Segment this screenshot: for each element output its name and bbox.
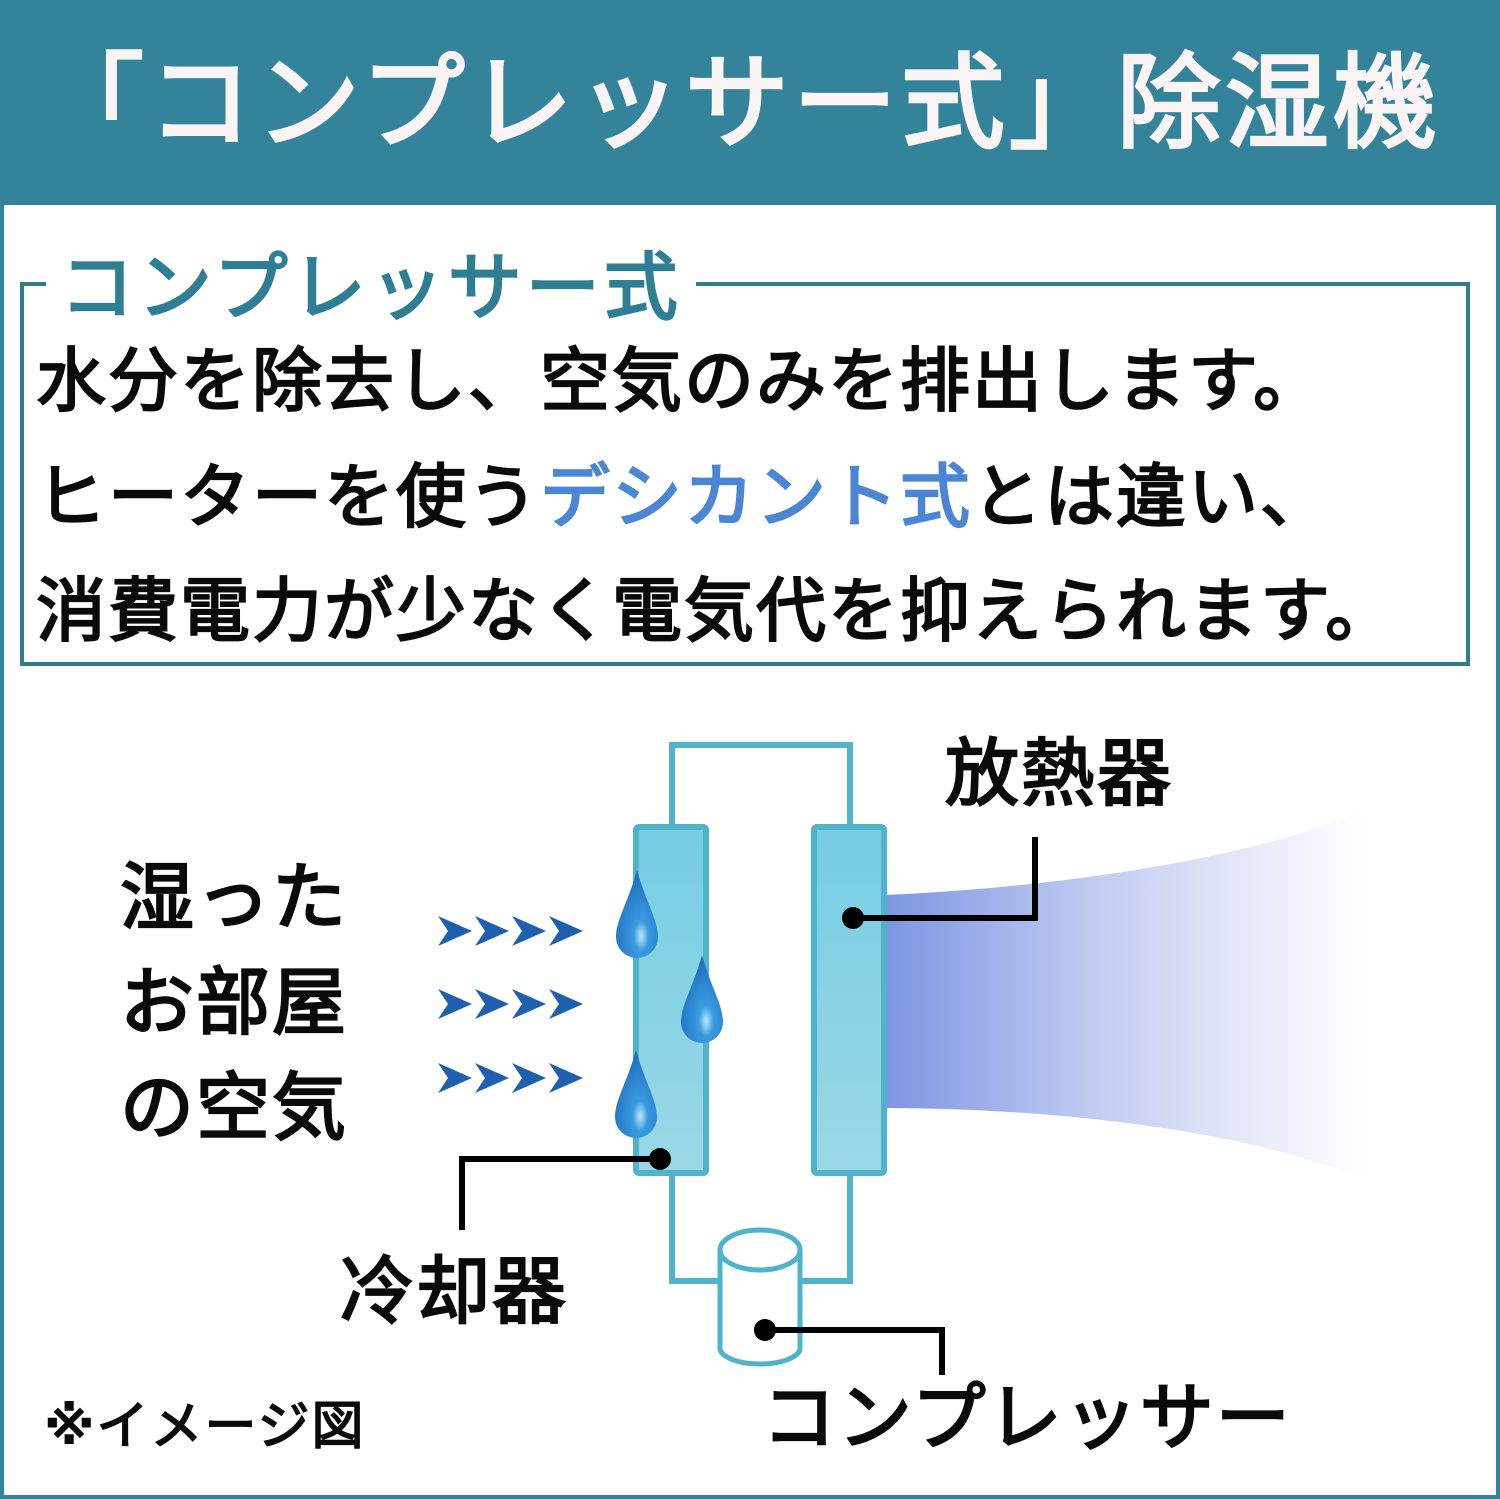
- cooler-leader-line: [459, 1156, 660, 1230]
- cooler-label: 冷却器: [340, 1249, 568, 1335]
- footnote: ※イメージ図: [44, 1397, 366, 1457]
- top-pipe: [669, 742, 853, 827]
- input-air-label-3: の空気: [120, 1065, 348, 1151]
- water-droplet-icon: [681, 955, 723, 1043]
- water-droplet-icon: [615, 1050, 657, 1138]
- input-air-label-1: 湿った: [120, 855, 348, 941]
- intake-arrows: [438, 916, 583, 1093]
- compressor-leader-line: [765, 1327, 945, 1375]
- info-box: [20, 282, 1470, 666]
- radiator-panel: [811, 824, 887, 1176]
- compressor-icon: [717, 1227, 803, 1367]
- info-line-3: 消費電力が少なく電気代を抑えられます。: [36, 570, 1397, 652]
- page-title: 「コンプレッサー式」除湿機: [40, 42, 1441, 164]
- compressor-label: コンプレッサー: [762, 1375, 1292, 1461]
- radiator-leader-line: [853, 837, 1038, 921]
- header-banner: 「コンプレッサー式」除湿機: [0, 0, 1500, 205]
- bottom-pipe: [669, 1173, 853, 1284]
- radiator-label: 放熱器: [945, 731, 1173, 817]
- info-line-2: ヒーターを使うデシカント式とは違い、: [36, 452, 1332, 542]
- airflow-plume: [884, 810, 1365, 1180]
- input-air-label-2: お部屋: [120, 960, 348, 1046]
- info-box-title: コンプレッサー式: [46, 238, 696, 338]
- water-droplet-icon: [616, 870, 658, 958]
- info-line-2-post: とは違い、: [972, 456, 1332, 538]
- info-line-1: 水分を除去し、空気のみを排出します。: [36, 340, 1325, 422]
- info-line-2-pre: ヒーターを使う: [36, 456, 540, 538]
- desiccant-highlight: デシカント式: [540, 456, 972, 538]
